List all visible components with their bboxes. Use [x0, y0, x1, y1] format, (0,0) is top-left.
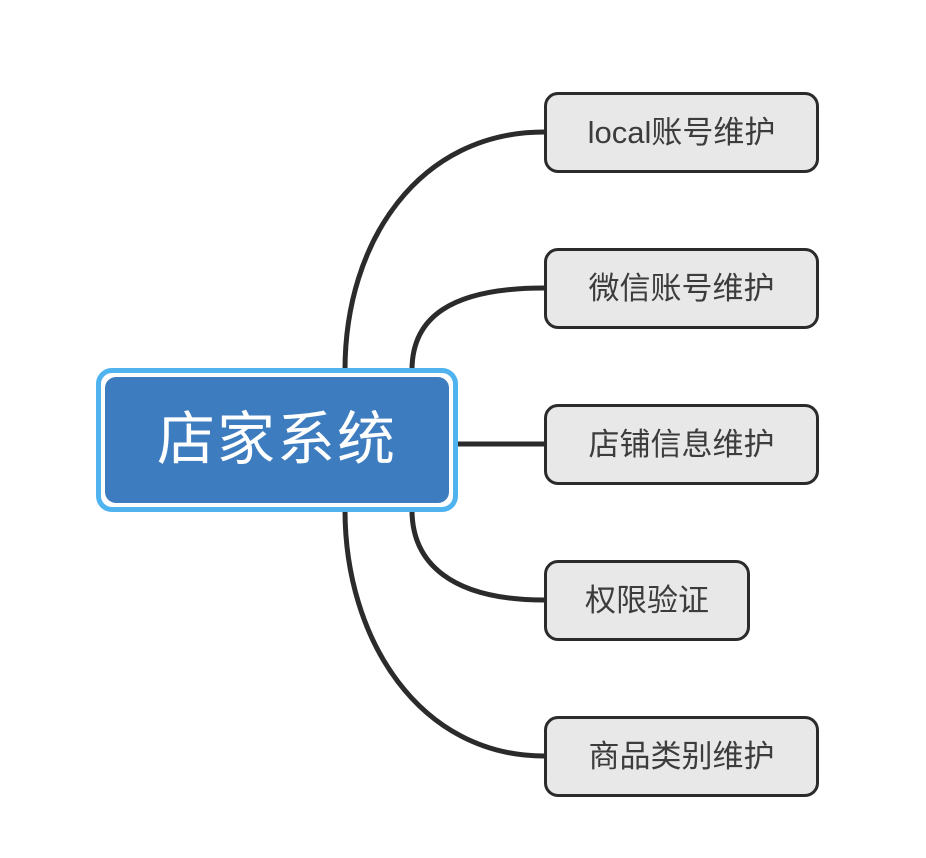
child-node-label: 微信账号维护 [588, 271, 775, 306]
child-node-local-account[interactable]: local账号维护 [544, 92, 819, 173]
child-node-shop-info[interactable]: 店铺信息维护 [544, 404, 819, 485]
root-node[interactable]: 店家系统 [105, 377, 449, 503]
root-node-label: 店家系统 [156, 407, 397, 472]
edge-to-permission [409, 507, 547, 603]
child-node-label: 商品类别维护 [588, 739, 775, 774]
edge-to-product-category [342, 507, 547, 759]
child-node-wechat-account[interactable]: 微信账号维护 [544, 248, 819, 329]
edge-to-wechat-account [409, 285, 547, 373]
child-node-permission[interactable]: 权限验证 [544, 560, 750, 641]
child-node-product-category[interactable]: 商品类别维护 [544, 716, 819, 797]
child-node-label: 店铺信息维护 [588, 427, 775, 462]
child-node-label: local账号维护 [587, 115, 776, 150]
root-node-wrapper[interactable]: 店家系统 [96, 368, 458, 512]
child-node-label: 权限验证 [585, 583, 709, 618]
edge-to-local-account [342, 129, 547, 373]
